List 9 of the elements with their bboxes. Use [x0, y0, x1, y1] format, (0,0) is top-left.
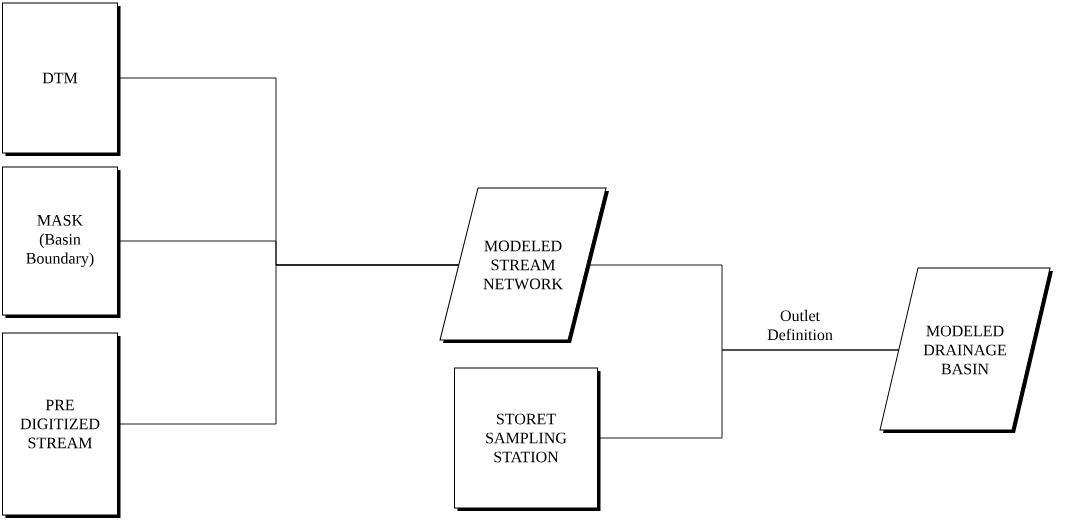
process-box: MASK (Basin Boundary)	[2, 166, 121, 318]
process-box: DTM	[2, 2, 121, 156]
edge-label: Outlet Definition	[754, 308, 846, 342]
process-box: STORET SAMPLING STATION	[454, 367, 601, 511]
connector-line	[597, 349, 900, 439]
process-box: PRE DIGITIZED STREAM	[2, 332, 121, 518]
data-parallelogram: MODELED DRAINAGE BASIN	[879, 267, 1053, 433]
connector-line	[117, 264, 460, 425]
data-parallelogram: MODELED STREAM NETWORK	[439, 187, 609, 343]
